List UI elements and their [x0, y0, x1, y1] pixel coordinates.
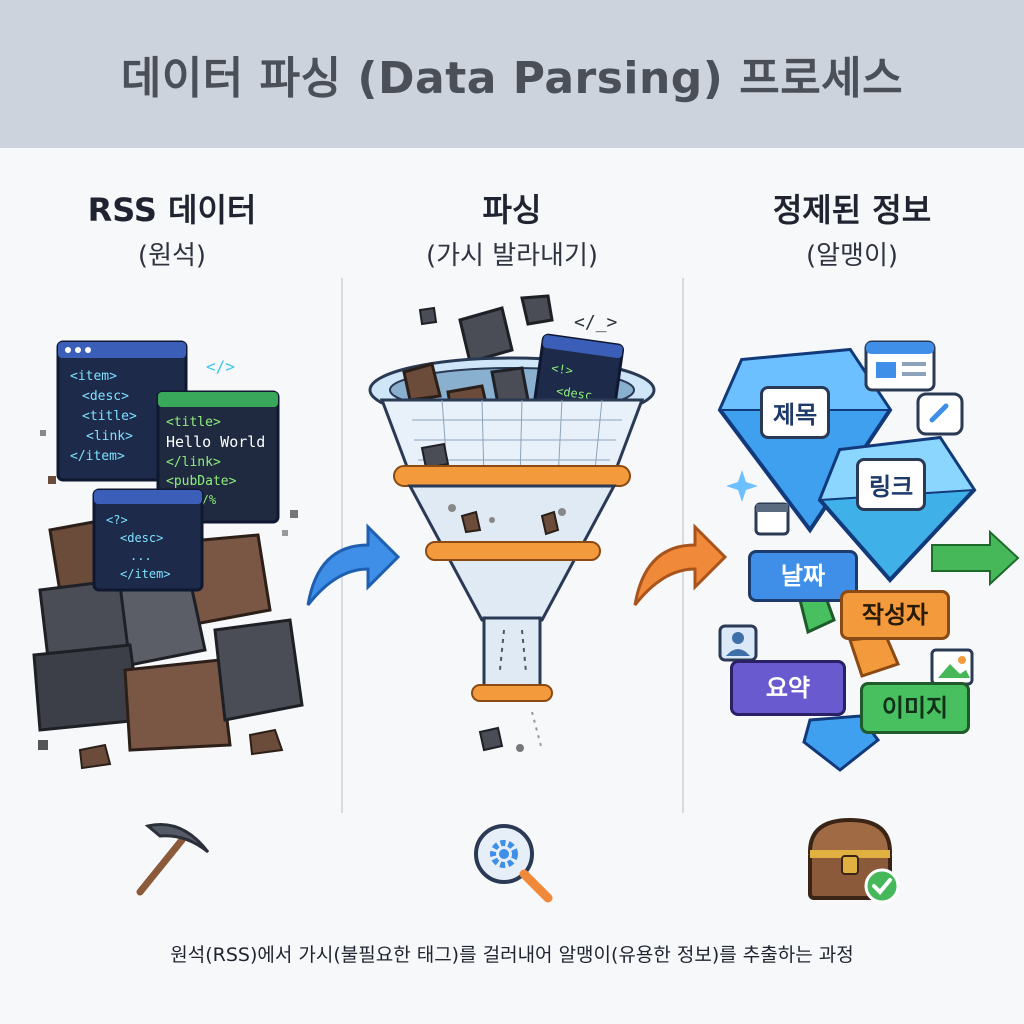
- code-line: <?>: [106, 513, 128, 527]
- refined-info-illustration: 제목 링크 날짜 작성자 요약 이미지: [700, 320, 1024, 780]
- code-line: <desc>: [82, 389, 129, 404]
- column-title-refined: 정제된 정보: [772, 191, 932, 229]
- code-line: <title>: [82, 409, 137, 424]
- page-title: 데이터 파싱 (Data Parsing) 프로세스: [120, 53, 904, 104]
- code-line: <item>: [70, 369, 117, 384]
- code-card-item: <item> <desc> <title> <link> </item>: [56, 340, 188, 482]
- floating-code-tag: </_>: [574, 312, 618, 333]
- code-card-desc: <?> <desc> ... </item>: [92, 488, 204, 592]
- title-banner: 데이터 파싱 (Data Parsing) 프로세스: [0, 0, 1024, 148]
- calendar-icon: [754, 502, 790, 536]
- info-label-summary: 요약: [730, 660, 846, 716]
- code-line: <pubDate>: [166, 474, 237, 489]
- arrow-orange-icon: [633, 523, 728, 606]
- column-title-parsing: 파싱: [482, 191, 542, 229]
- column-header-refined: 정제된 정보 (알맹이): [702, 185, 1002, 272]
- code-line: <desc: [555, 384, 593, 403]
- pickaxe-icon: [136, 823, 210, 896]
- browser-window-icon: [864, 340, 936, 392]
- treasure-chest-icon: [807, 817, 900, 904]
- column-subtitle-rss: (원석): [137, 241, 207, 271]
- arrow-blue-icon: [306, 523, 401, 606]
- info-label-date-text: 날짜: [780, 562, 826, 590]
- info-label-link-text: 링크: [869, 473, 914, 501]
- info-label-date: 날짜: [748, 550, 858, 602]
- code-line: <title>: [166, 415, 221, 430]
- code-line: <link>: [86, 429, 133, 444]
- info-label-title-text: 제목: [773, 401, 818, 429]
- column-subtitle-refined: (알맹이): [805, 241, 899, 271]
- code-line: <!>: [550, 361, 573, 378]
- info-label-author-text: 작성자: [861, 601, 929, 629]
- column-header-rss: RSS 데이터 (원석): [22, 185, 322, 272]
- info-label-image: 이미지: [860, 682, 970, 734]
- info-label-summary-text: 요약: [765, 674, 811, 702]
- magnifier-gear-icon: [474, 824, 553, 903]
- info-label-image-text: 이미지: [881, 694, 949, 722]
- code-line: </item>: [120, 567, 171, 581]
- process-caption: 원석(RSS)에서 가시(불필요한 태그)를 걸러내어 알맹이(유용한 정보)를…: [170, 944, 854, 966]
- column-title-rss: RSS 데이터: [87, 191, 257, 229]
- code-line: <desc>: [120, 531, 163, 545]
- user-avatar-icon: [718, 624, 758, 662]
- code-line: Hello World: [166, 433, 265, 451]
- info-label-link: 링크: [856, 458, 927, 511]
- column-header-parsing: 파싱 (가시 발라내기): [362, 185, 662, 272]
- column-divider-left: [341, 278, 343, 813]
- rss-raw-ore-illustration: <item> <desc> <title> <link> </item> <ti…: [32, 340, 304, 770]
- info-label-title: 제목: [760, 386, 831, 439]
- code-line: </item>: [70, 449, 125, 464]
- parsing-funnel-illustration: </_> <!> <desc: [368, 294, 656, 752]
- image-icon: [930, 648, 974, 686]
- link-icon: [916, 392, 964, 436]
- code-line: </link>: [166, 455, 221, 470]
- info-label-author: 작성자: [840, 590, 950, 640]
- code-line: ...: [130, 549, 152, 563]
- column-subtitle-parsing: (가시 발라내기): [425, 241, 599, 271]
- rock-pile: [32, 430, 304, 770]
- floating-code-tag: </>: [206, 357, 235, 376]
